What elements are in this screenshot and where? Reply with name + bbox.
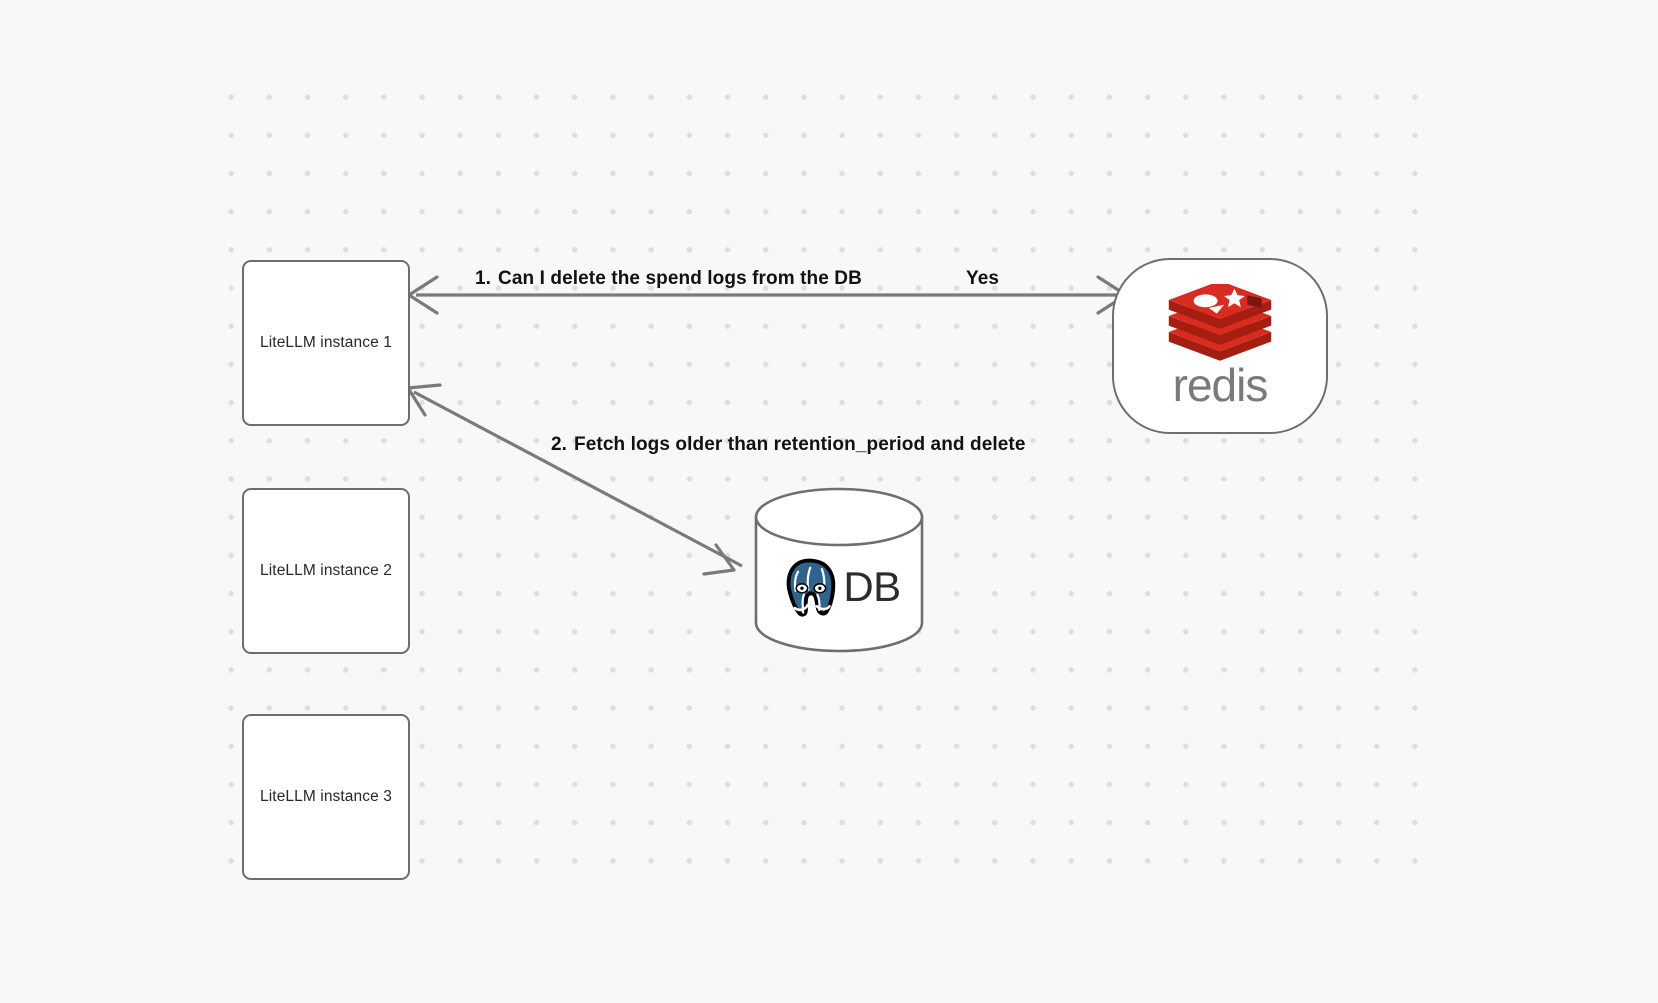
edge-1-number: 1. — [475, 268, 492, 289]
edge-2-number: 2. — [551, 434, 568, 455]
redis-logo-icon — [1168, 284, 1272, 361]
node-litellm-instance-3[interactable]: LiteLLM instance 3 — [242, 714, 410, 880]
redis-wordmark: redis — [1172, 359, 1269, 411]
db-wordmark: DB — [843, 563, 901, 610]
edge-2-connector — [406, 383, 743, 576]
edge-1-label: 1. Can I delete the spend logs from the D… — [475, 268, 862, 290]
edge-2-label: 2. Fetch logs older than retention_period… — [551, 434, 1026, 456]
node-label: LiteLLM instance 1 — [260, 333, 392, 351]
postgresql-elephant-icon — [786, 558, 836, 617]
node-litellm-instance-2[interactable]: LiteLLM instance 2 — [242, 488, 410, 654]
edge-2-text: Fetch logs older than retention_period a… — [574, 434, 1026, 455]
cylinder-shape — [754, 487, 924, 653]
node-database[interactable]: DB — [753, 487, 925, 653]
node-label: LiteLLM instance 3 — [260, 787, 392, 805]
edge-1-text: Can I delete the spend logs from the DB — [498, 268, 862, 289]
node-redis[interactable]: redis — [1112, 258, 1328, 434]
edge-1-response-label: Yes — [966, 268, 1000, 289]
node-label: LiteLLM instance 2 — [260, 561, 392, 579]
node-litellm-instance-1[interactable]: LiteLLM instance 1 — [242, 260, 410, 426]
